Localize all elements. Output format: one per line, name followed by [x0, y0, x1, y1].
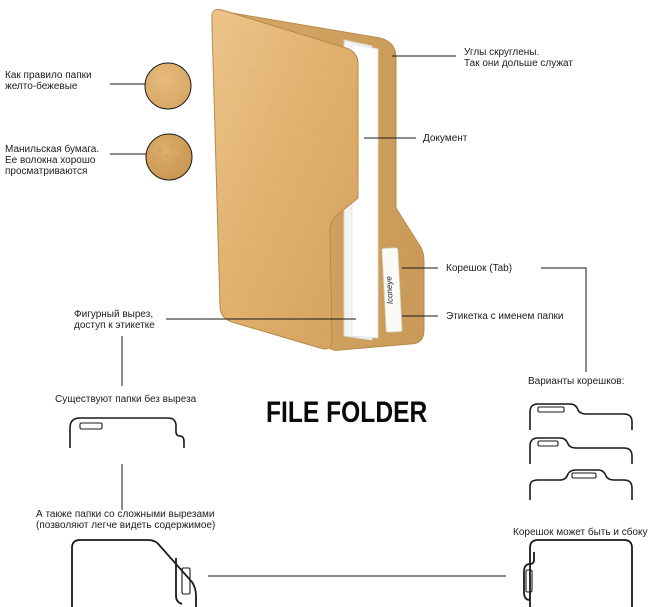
- beige-color-swatch: [144, 62, 192, 110]
- tab-variant-left: [529, 403, 633, 430]
- annotation-complex-cutouts: А также папки со сложными вырезами (позв…: [36, 509, 216, 531]
- annotation-usually-beige: Как правило папки желто-бежевые: [5, 70, 92, 92]
- annotation-rounded-corners: Углы скруглены. Так они дольше служат: [464, 47, 573, 69]
- side-tab-folder-outline: [523, 539, 633, 607]
- annotation-no-cutout: Существуют папки без выреза: [55, 394, 197, 405]
- annotation-side-tab: Корешок может быть и сбоку: [513, 527, 648, 538]
- annotation-cutout: Фигурный вырез, доступ к этикетке: [74, 309, 155, 331]
- leader-lines: [110, 55, 587, 577]
- diagram-title: FILE FOLDER: [266, 396, 428, 429]
- annotation-tab: Корешок (Tab): [446, 263, 513, 274]
- complex-cutout-folder-outline: [71, 539, 197, 607]
- label-brand-text: Iconeye: [384, 275, 394, 304]
- folder-front-cover: [211, 9, 359, 350]
- tab-variant-wide: [529, 437, 633, 464]
- annotation-manila-paper: Манильская бумага. Ее волокна хорошо про…: [5, 144, 100, 177]
- folder-illustration: Iconeye: [211, 9, 425, 351]
- annotation-name-label: Этикетка с именем папки: [446, 311, 564, 322]
- annotation-tab-variants: Варианты корешков:: [528, 376, 625, 387]
- tab-variant-center: [529, 469, 633, 500]
- folder-name-label: Iconeye: [381, 247, 403, 333]
- annotation-document: Документ: [423, 133, 468, 144]
- manila-texture-swatch: [145, 133, 193, 181]
- no-cutout-folder-outline: [69, 417, 185, 448]
